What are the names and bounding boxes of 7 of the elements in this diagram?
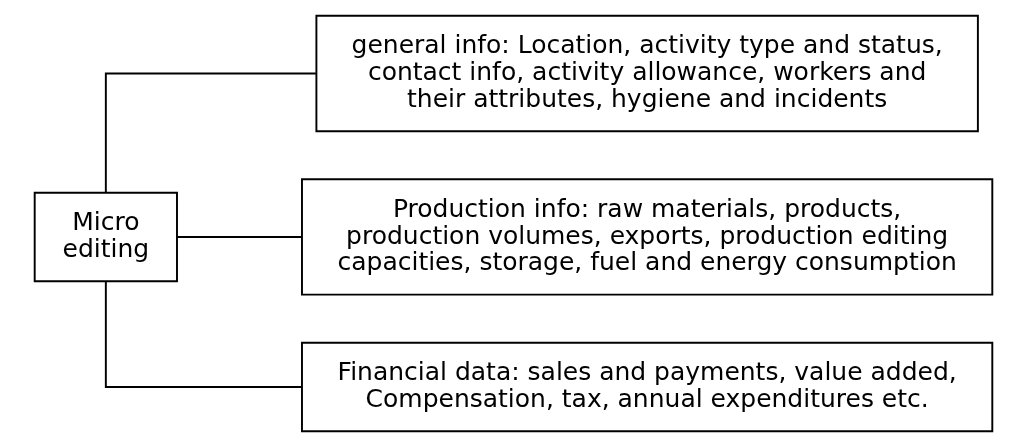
node-box: Micro editing (33, 191, 178, 283)
node-box: general info: Location, activity type and status, contact info, activity allowance, workers and their attributes, hygiene and incidents (314, 14, 979, 133)
connector (175, 236, 303, 238)
node-box: Financial data: sales and payments, value added, Compensation, tax, annual expenditures etc. (300, 341, 993, 433)
connector (104, 281, 302, 388)
connector (104, 72, 317, 194)
node-box: Production info: raw materials, products, production volumes, exports, production editing capacities, storage, fuel and energy consumption (300, 178, 993, 296)
